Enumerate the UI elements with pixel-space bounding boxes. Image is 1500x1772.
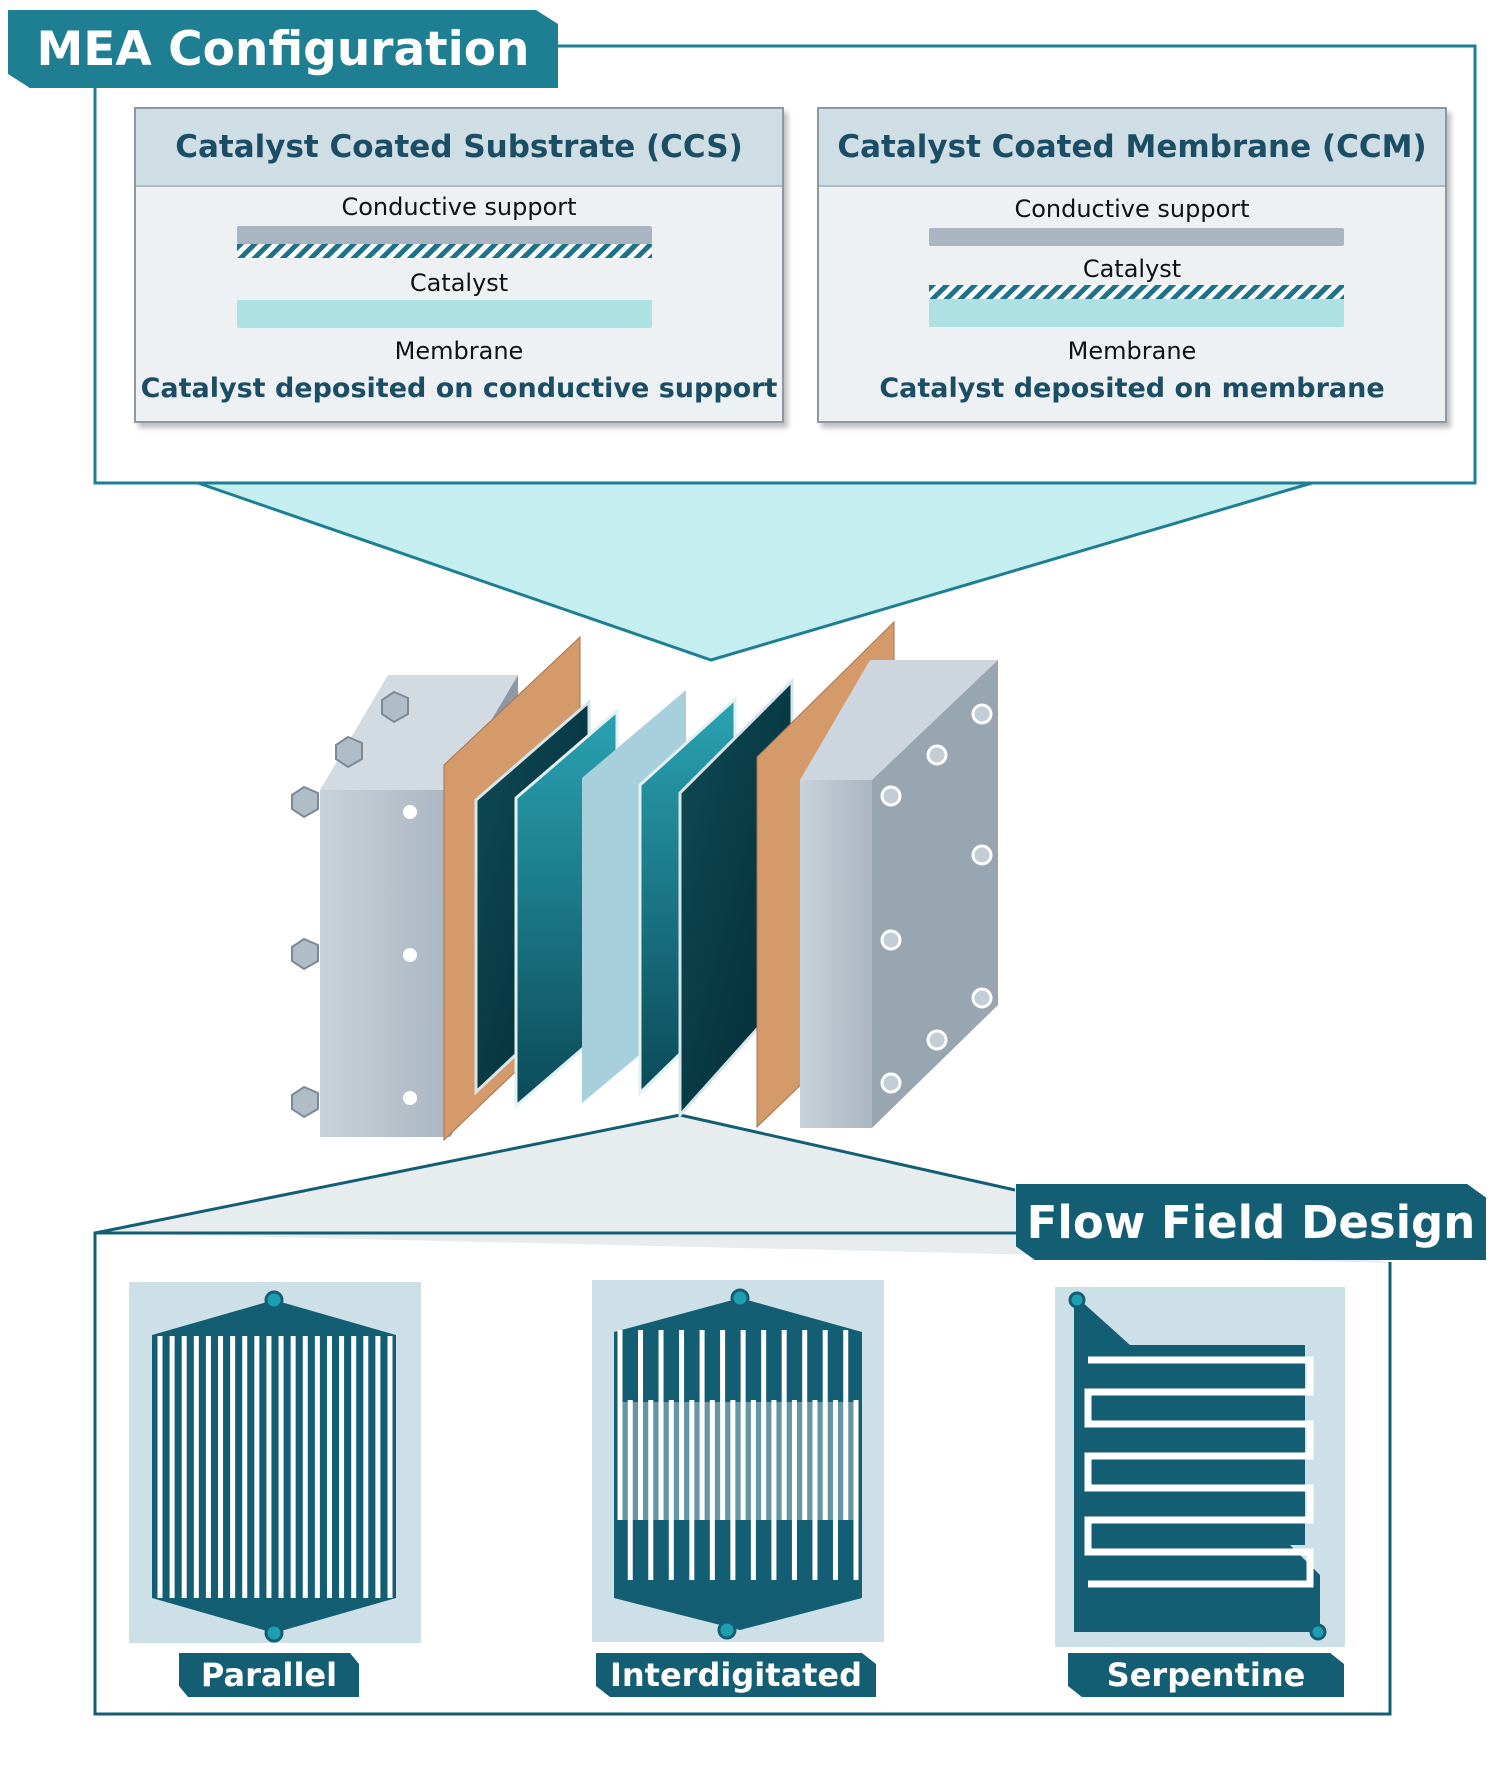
interdigitated-channel xyxy=(843,1330,849,1520)
ccm-caption: Catalyst deposited on membrane xyxy=(879,373,1385,404)
interdigitated-channel xyxy=(709,1400,715,1580)
serpentine-flow-pattern xyxy=(1055,1287,1345,1647)
ccm-membrane-label: Membrane xyxy=(1067,337,1197,365)
parallel-channel xyxy=(218,1336,224,1598)
interdigitated-channel xyxy=(658,1330,664,1520)
interdigitated-channel xyxy=(627,1400,633,1580)
parallel-channel xyxy=(387,1336,393,1598)
ccm-title: Catalyst Coated Membrane (CCM) xyxy=(819,109,1445,187)
interdigitated-channel xyxy=(812,1400,818,1580)
parallel-channel xyxy=(230,1336,236,1598)
parallel-channel xyxy=(193,1336,199,1598)
ccs-membrane-bar xyxy=(237,300,652,328)
interdigitated-channel xyxy=(617,1330,623,1520)
ccs-support-label: Conductive support xyxy=(341,193,577,221)
interdigitated-channel xyxy=(771,1400,777,1580)
ccs-panel: Catalyst Coated Substrate (CCS) Conducti… xyxy=(134,107,784,423)
ccs-caption: Catalyst deposited on conductive support xyxy=(140,373,778,404)
parallel-channel xyxy=(205,1336,211,1598)
parallel-channel xyxy=(254,1336,260,1598)
ccm-support-label: Conductive support xyxy=(1014,195,1250,223)
interdigitated-channel xyxy=(750,1400,756,1580)
parallel-channel xyxy=(278,1336,284,1598)
interdigitated-overlap-band xyxy=(620,1402,856,1520)
parallel-channel xyxy=(242,1336,248,1598)
flow-design-label-parallel: Parallel xyxy=(179,1653,359,1697)
interdigitated-channel xyxy=(740,1330,746,1520)
mea-connector-fan xyxy=(198,483,1312,660)
interdigitated-channel xyxy=(761,1330,767,1520)
ccs-title: Catalyst Coated Substrate (CCS) xyxy=(136,109,782,187)
flow-field-design-title: Flow Field Design xyxy=(1016,1184,1486,1260)
serpentine-channel xyxy=(1084,1356,1314,1588)
ccm-membrane-bar xyxy=(929,299,1344,327)
interdigitated-channel xyxy=(791,1400,797,1580)
parallel-channel xyxy=(363,1336,369,1598)
ccm-panel: Catalyst Coated Membrane (CCM) Conductiv… xyxy=(817,107,1447,423)
ccm-conductive-support-bar xyxy=(929,228,1344,246)
parallel-flow-pattern xyxy=(129,1282,421,1643)
parallel-channel xyxy=(351,1336,357,1598)
interdigitated-channel xyxy=(822,1330,828,1520)
interdigitated-channel xyxy=(853,1400,859,1580)
interdigitated-channel xyxy=(802,1330,808,1520)
interdigitated-channel xyxy=(689,1400,695,1580)
parallel-channel xyxy=(157,1336,163,1598)
interdigitated-channel xyxy=(832,1400,838,1580)
interdigitated-channel xyxy=(781,1330,787,1520)
interdigitated-channel xyxy=(699,1330,705,1520)
interdigitated-flow-pattern xyxy=(592,1280,884,1642)
parallel-channel xyxy=(339,1336,345,1598)
ccm-catalyst-label: Catalyst xyxy=(1082,255,1182,283)
parallel-channel xyxy=(169,1336,175,1598)
ccm-catalyst-hatch xyxy=(929,285,1344,299)
parallel-channel xyxy=(302,1336,308,1598)
parallel-channel xyxy=(375,1336,381,1598)
interdigitated-channel xyxy=(679,1330,685,1520)
ccs-catalyst-hatch xyxy=(237,244,652,258)
ccs-catalyst-label: Catalyst xyxy=(409,269,509,297)
interdigitated-channel xyxy=(720,1330,726,1520)
parallel-channel xyxy=(266,1336,272,1598)
flow-design-label-interdigitated: Interdigitated xyxy=(596,1653,876,1697)
parallel-channel xyxy=(181,1336,187,1598)
ccs-membrane-label: Membrane xyxy=(394,337,524,365)
interdigitated-channel xyxy=(668,1400,674,1580)
parallel-channel xyxy=(290,1336,296,1598)
right-end-plate xyxy=(800,660,998,1128)
interdigitated-channel xyxy=(638,1330,644,1520)
flow-frame xyxy=(93,1231,1392,1716)
interdigitated-channel xyxy=(730,1400,736,1580)
parallel-channel xyxy=(314,1336,320,1598)
flow-design-label-serpentine: Serpentine xyxy=(1068,1653,1344,1697)
interdigitated-channel xyxy=(648,1400,654,1580)
mea-configuration-title: MEA Configuration xyxy=(8,10,558,88)
parallel-channel xyxy=(326,1336,332,1598)
ccs-conductive-support-bar xyxy=(237,226,652,244)
exploded-cell-stack xyxy=(291,620,998,1142)
